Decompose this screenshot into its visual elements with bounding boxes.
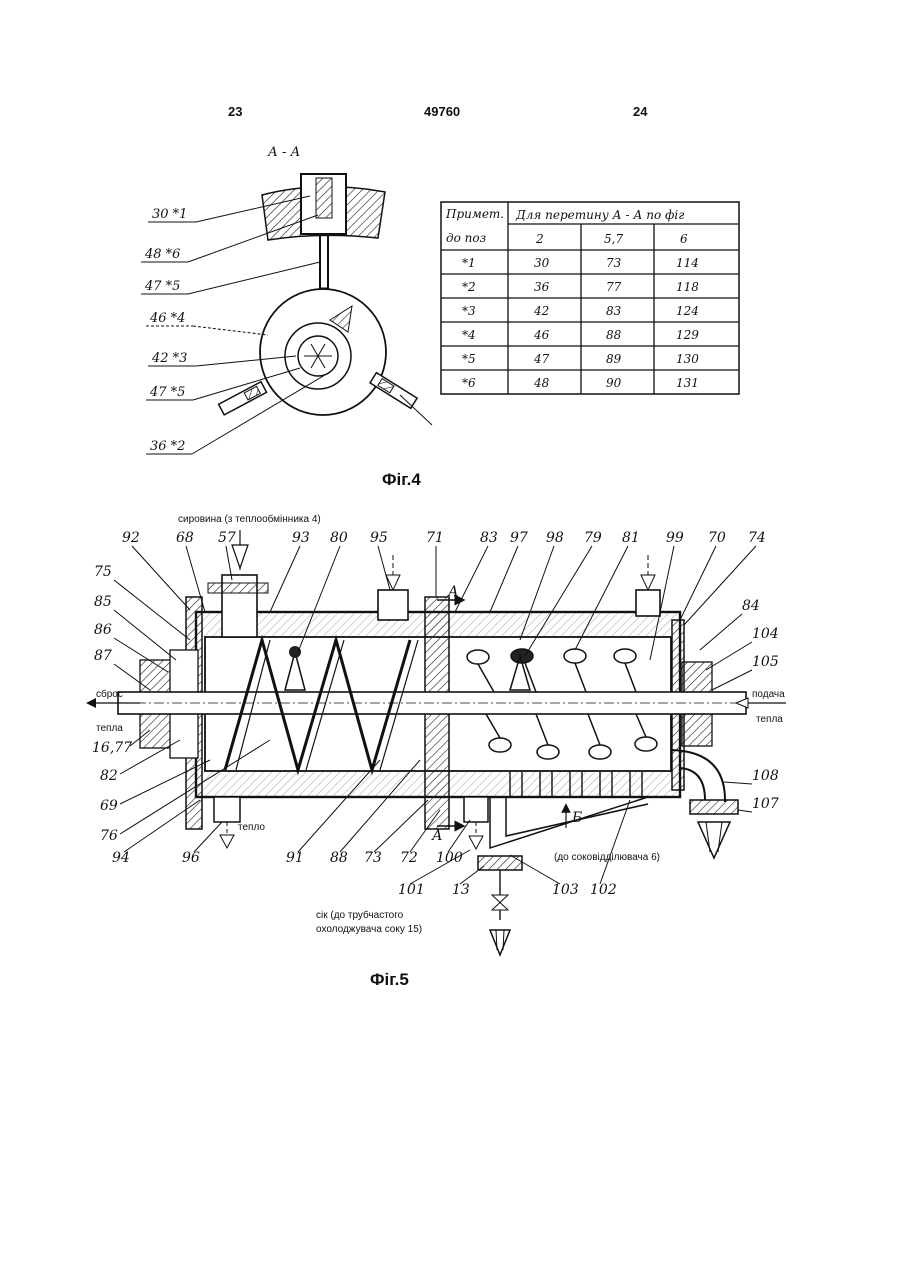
callout-70: 70: [708, 530, 726, 546]
discharge-label: сброс: [96, 688, 123, 700]
callout-36-2: 36 *2: [150, 439, 185, 454]
callout-69: 69: [100, 798, 118, 814]
table-cell: 129: [676, 328, 699, 342]
callout-102: 102: [590, 882, 617, 898]
heat-right-label: тепла: [756, 714, 783, 725]
heat-bottom-label: тепло: [238, 822, 265, 833]
table-cell: 36: [534, 280, 550, 294]
callout-91: 91: [286, 850, 304, 866]
callout-87: 87: [94, 648, 112, 664]
table-cell: *5: [462, 352, 476, 366]
callout-96: 96: [182, 850, 200, 866]
callout-105: 105: [752, 654, 779, 670]
raw-input-label: сировина (з теплообмінника 4): [178, 513, 321, 525]
callout-92: 92: [122, 530, 140, 546]
table-cell: 73: [606, 256, 622, 270]
section-mark-top: А: [447, 584, 459, 600]
table-cell: 46: [533, 328, 550, 342]
table-cell: 89: [606, 352, 622, 366]
callout-47-5-top: 47 *5: [144, 279, 180, 294]
table-cell: 47: [533, 352, 550, 366]
callout-86: 86: [94, 622, 112, 638]
callout-75: 75: [94, 564, 112, 580]
callout-88: 88: [330, 850, 348, 866]
callout-74: 74: [748, 530, 766, 546]
callout-71: 71: [426, 530, 444, 546]
to-separator-label: (до соковідділювача 6): [554, 852, 660, 863]
heat-left-label: тепла: [96, 723, 123, 734]
callout-13: 13: [452, 882, 470, 898]
table-cell: 130: [676, 352, 699, 366]
table-cell: 131: [676, 376, 699, 390]
table-cell: 77: [606, 280, 622, 294]
callout-79: 79: [584, 530, 602, 546]
table-cell: 30: [534, 256, 550, 270]
callout-82: 82: [100, 768, 118, 784]
callout-94: 94: [112, 850, 130, 866]
fig5-caption: Фіг.5: [370, 970, 409, 990]
callout-42-3: 42 *3: [151, 351, 187, 366]
table-cell: *2: [462, 280, 476, 294]
callout-108: 108: [752, 768, 779, 784]
callout-104: 104: [752, 626, 779, 642]
table-col0-header-1: Примет.: [445, 207, 504, 221]
table-cell: 83: [606, 304, 622, 318]
table-cell: 48: [533, 376, 550, 390]
callout-95: 95: [370, 530, 388, 546]
callout-48-6: 48 *6: [144, 247, 180, 262]
callout-85: 85: [94, 594, 112, 610]
callout-30-1: 30 *1: [152, 207, 187, 222]
table-subheader-6: 6: [680, 232, 688, 246]
callout-16-77: 16,77: [92, 740, 132, 756]
fig4-table: Примет. до поз Для перетину А - А по фіг…: [441, 202, 739, 394]
table-cell: 114: [676, 256, 699, 270]
table-cell: *3: [462, 304, 476, 318]
callout-84: 84: [742, 598, 760, 614]
table-subheader-57: 5,7: [604, 232, 623, 246]
callout-97: 97: [510, 530, 528, 546]
callout-101: 101: [398, 882, 425, 898]
callout-57: 57: [218, 530, 236, 546]
callout-47-5-bottom: 47 *5: [149, 385, 185, 400]
table-cell: *1: [462, 256, 476, 270]
callout-80: 80: [330, 530, 348, 546]
table-cell: 124: [676, 304, 699, 318]
fig4-caption: Фіг.4: [382, 470, 421, 490]
callout-98: 98: [546, 530, 564, 546]
callout-103: 103: [552, 882, 579, 898]
section-mark-bottom: А: [431, 828, 443, 844]
heat-supply-label: подача: [752, 689, 785, 700]
table-subheader-2: 2: [535, 232, 544, 246]
callout-81: 81: [622, 530, 640, 546]
table-cell: 118: [676, 280, 699, 294]
callout-46-4: 46 *4: [149, 311, 185, 326]
callout-68: 68: [176, 530, 194, 546]
table-cell: *4: [462, 328, 476, 342]
callout-73: 73: [364, 850, 382, 866]
callout-107: 107: [752, 796, 779, 812]
callout-99: 99: [666, 530, 684, 546]
callout-76: 76: [100, 828, 118, 844]
bushing-core: [316, 178, 332, 218]
table-cell: 90: [606, 376, 622, 390]
juice-output-line-1: сік (до трубчастого: [316, 909, 404, 921]
callout-83: 83: [480, 530, 498, 546]
section-label: А - А: [267, 145, 300, 160]
fig4-section-drawing: А - А 30 *1 48 *6 47 *5 46 *4 42 *3 47 *…: [141, 145, 432, 454]
callout-93: 93: [292, 530, 310, 546]
callout-100: 100: [436, 850, 463, 866]
view-mark: Б: [571, 810, 582, 826]
table-cell: *6: [462, 376, 476, 390]
juice-output-line-2: охолоджувача соку 15): [316, 924, 422, 935]
table-group-header: Для перетину А - А по фіг: [515, 208, 684, 222]
table-col0-header-2: до поз: [446, 231, 486, 245]
callout-72: 72: [400, 850, 418, 866]
table-cell: 42: [533, 304, 549, 318]
table-cell: 88: [606, 328, 622, 342]
